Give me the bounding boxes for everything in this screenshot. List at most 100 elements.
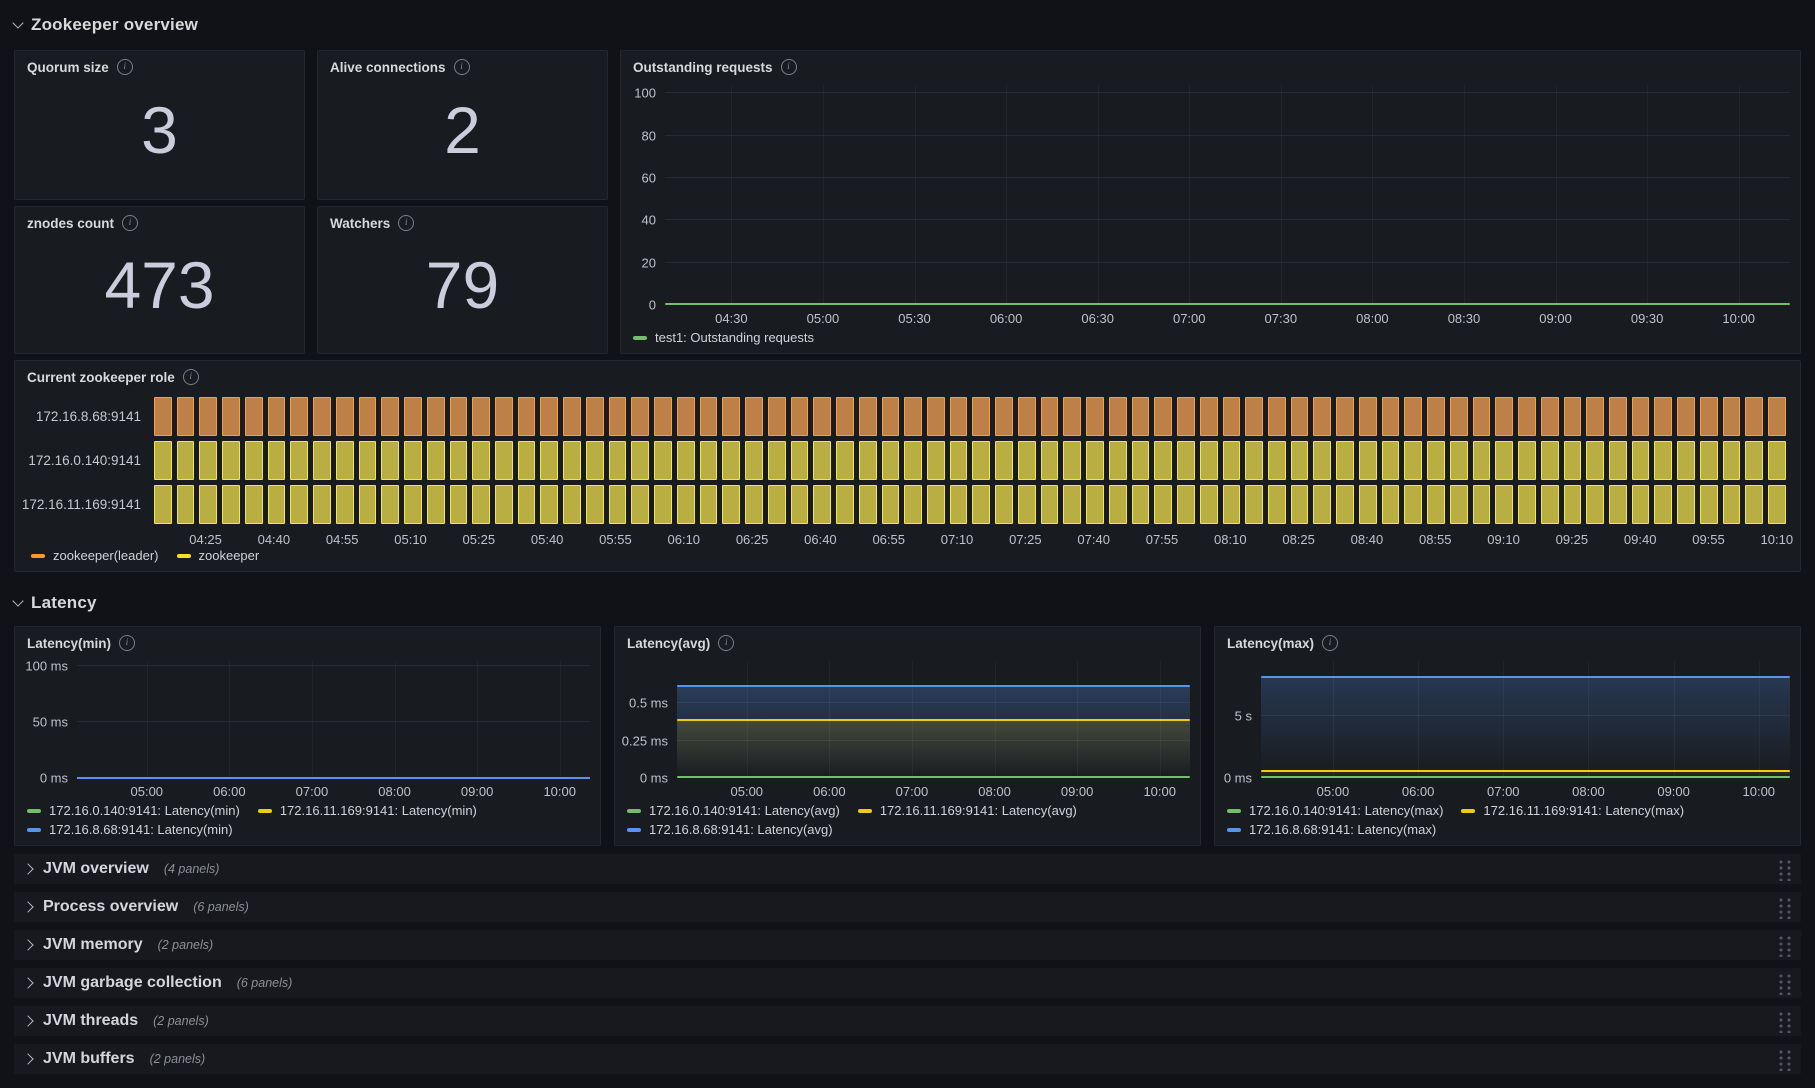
state-bar[interactable] — [335, 485, 354, 524]
state-bar[interactable] — [1449, 441, 1468, 480]
state-bar[interactable] — [1677, 397, 1695, 436]
state-bar[interactable] — [1336, 397, 1354, 436]
state-bar[interactable] — [1472, 397, 1491, 436]
state-bar[interactable] — [1745, 397, 1764, 436]
state-bar[interactable] — [1358, 441, 1377, 480]
legend-item[interactable]: 172.16.0.140:9141: Latency(min) — [27, 803, 240, 818]
collapsed-section-row[interactable]: Process overview(6 panels) — [14, 892, 1801, 922]
state-bar[interactable] — [495, 397, 513, 436]
state-bar[interactable] — [1267, 441, 1286, 480]
state-bar[interactable] — [881, 397, 900, 436]
section-row-latency[interactable]: Latency — [12, 588, 1801, 618]
state-bar[interactable] — [1108, 397, 1127, 436]
info-icon[interactable]: i — [718, 635, 735, 651]
state-bar[interactable] — [381, 485, 400, 524]
state-bar[interactable] — [1472, 485, 1491, 524]
info-icon[interactable]: i — [116, 59, 133, 75]
state-bar[interactable] — [449, 397, 468, 436]
state-bar[interactable] — [767, 441, 786, 480]
state-bar[interactable] — [1495, 397, 1514, 436]
state-bar[interactable] — [1768, 485, 1786, 524]
state-bar[interactable] — [767, 397, 786, 436]
state-bar[interactable] — [1290, 397, 1309, 436]
state-bar[interactable] — [1063, 397, 1082, 436]
state-bar[interactable] — [472, 441, 491, 480]
state-bar[interactable] — [1518, 441, 1536, 480]
state-bar[interactable] — [1449, 397, 1468, 436]
legend-item[interactable]: 172.16.11.169:9141: Latency(min) — [257, 803, 477, 818]
legend-item[interactable]: 172.16.11.169:9141: Latency(max) — [1461, 803, 1684, 818]
state-bar[interactable] — [472, 397, 491, 436]
state-bar[interactable] — [1131, 441, 1150, 480]
state-bar[interactable] — [1677, 485, 1695, 524]
state-bar[interactable] — [199, 485, 218, 524]
state-bar[interactable] — [631, 485, 650, 524]
state-bar[interactable] — [813, 397, 832, 436]
collapsed-section-row[interactable]: JVM memory(2 panels) — [14, 930, 1801, 960]
state-bar[interactable] — [745, 485, 763, 524]
state-bar[interactable] — [1199, 485, 1218, 524]
state-bar[interactable] — [1154, 397, 1173, 436]
state-bar[interactable] — [1449, 485, 1468, 524]
state-bar[interactable] — [1768, 441, 1786, 480]
drag-handle-icon[interactable] — [1776, 934, 1792, 957]
legend-item[interactable]: 172.16.11.169:9141: Latency(avg) — [857, 803, 1077, 818]
state-bar[interactable] — [858, 441, 877, 480]
state-bar[interactable] — [1586, 485, 1604, 524]
state-bar[interactable] — [517, 397, 536, 436]
state-bar[interactable] — [836, 397, 854, 436]
state-bar[interactable] — [1040, 397, 1059, 436]
state-bar[interactable] — [1199, 397, 1218, 436]
state-bar[interactable] — [563, 485, 581, 524]
state-bar[interactable] — [222, 441, 240, 480]
state-bar[interactable] — [1768, 397, 1786, 436]
state-bar[interactable] — [585, 441, 604, 480]
state-bar[interactable] — [1722, 397, 1741, 436]
info-icon[interactable]: i — [780, 59, 797, 75]
state-bar[interactable] — [1427, 441, 1445, 480]
state-bar[interactable] — [1609, 397, 1627, 436]
info-icon[interactable]: i — [182, 369, 199, 385]
state-bar[interactable] — [1540, 441, 1559, 480]
state-bar[interactable] — [1540, 485, 1559, 524]
state-bar[interactable] — [540, 485, 559, 524]
state-bar[interactable] — [449, 485, 468, 524]
state-bar[interactable] — [722, 397, 741, 436]
state-bar[interactable] — [926, 397, 945, 436]
legend-item[interactable]: zookeeper(leader) — [31, 548, 159, 563]
state-bar[interactable] — [1131, 485, 1150, 524]
state-bar[interactable] — [926, 441, 945, 480]
state-bar[interactable] — [222, 485, 240, 524]
state-bar[interactable] — [1313, 485, 1332, 524]
state-bar[interactable] — [244, 441, 263, 480]
state-bar[interactable] — [1631, 397, 1650, 436]
state-bar[interactable] — [563, 397, 581, 436]
state-bar[interactable] — [654, 485, 672, 524]
state-bar[interactable] — [267, 397, 286, 436]
state-bar[interactable] — [313, 485, 331, 524]
state-bar[interactable] — [790, 397, 809, 436]
state-bar[interactable] — [790, 485, 809, 524]
state-bar[interactable] — [449, 441, 468, 480]
state-bar[interactable] — [858, 485, 877, 524]
state-bar[interactable] — [972, 441, 991, 480]
state-bar[interactable] — [1267, 397, 1286, 436]
state-bar[interactable] — [972, 485, 991, 524]
info-icon[interactable]: i — [453, 59, 470, 75]
state-bar[interactable] — [335, 441, 354, 480]
state-bar[interactable] — [995, 485, 1013, 524]
state-bar[interactable] — [767, 485, 786, 524]
state-bar[interactable] — [381, 397, 400, 436]
state-bar[interactable] — [1381, 397, 1400, 436]
info-icon[interactable]: i — [122, 215, 138, 231]
state-bar[interactable] — [904, 485, 922, 524]
state-bar[interactable] — [154, 441, 172, 480]
state-bar[interactable] — [654, 397, 672, 436]
state-bar[interactable] — [1404, 397, 1423, 436]
state-bar[interactable] — [358, 441, 377, 480]
state-bar[interactable] — [608, 441, 627, 480]
state-bar[interactable] — [1495, 441, 1514, 480]
state-bar[interactable] — [244, 485, 263, 524]
state-bar[interactable] — [1086, 485, 1104, 524]
state-bar[interactable] — [426, 485, 445, 524]
